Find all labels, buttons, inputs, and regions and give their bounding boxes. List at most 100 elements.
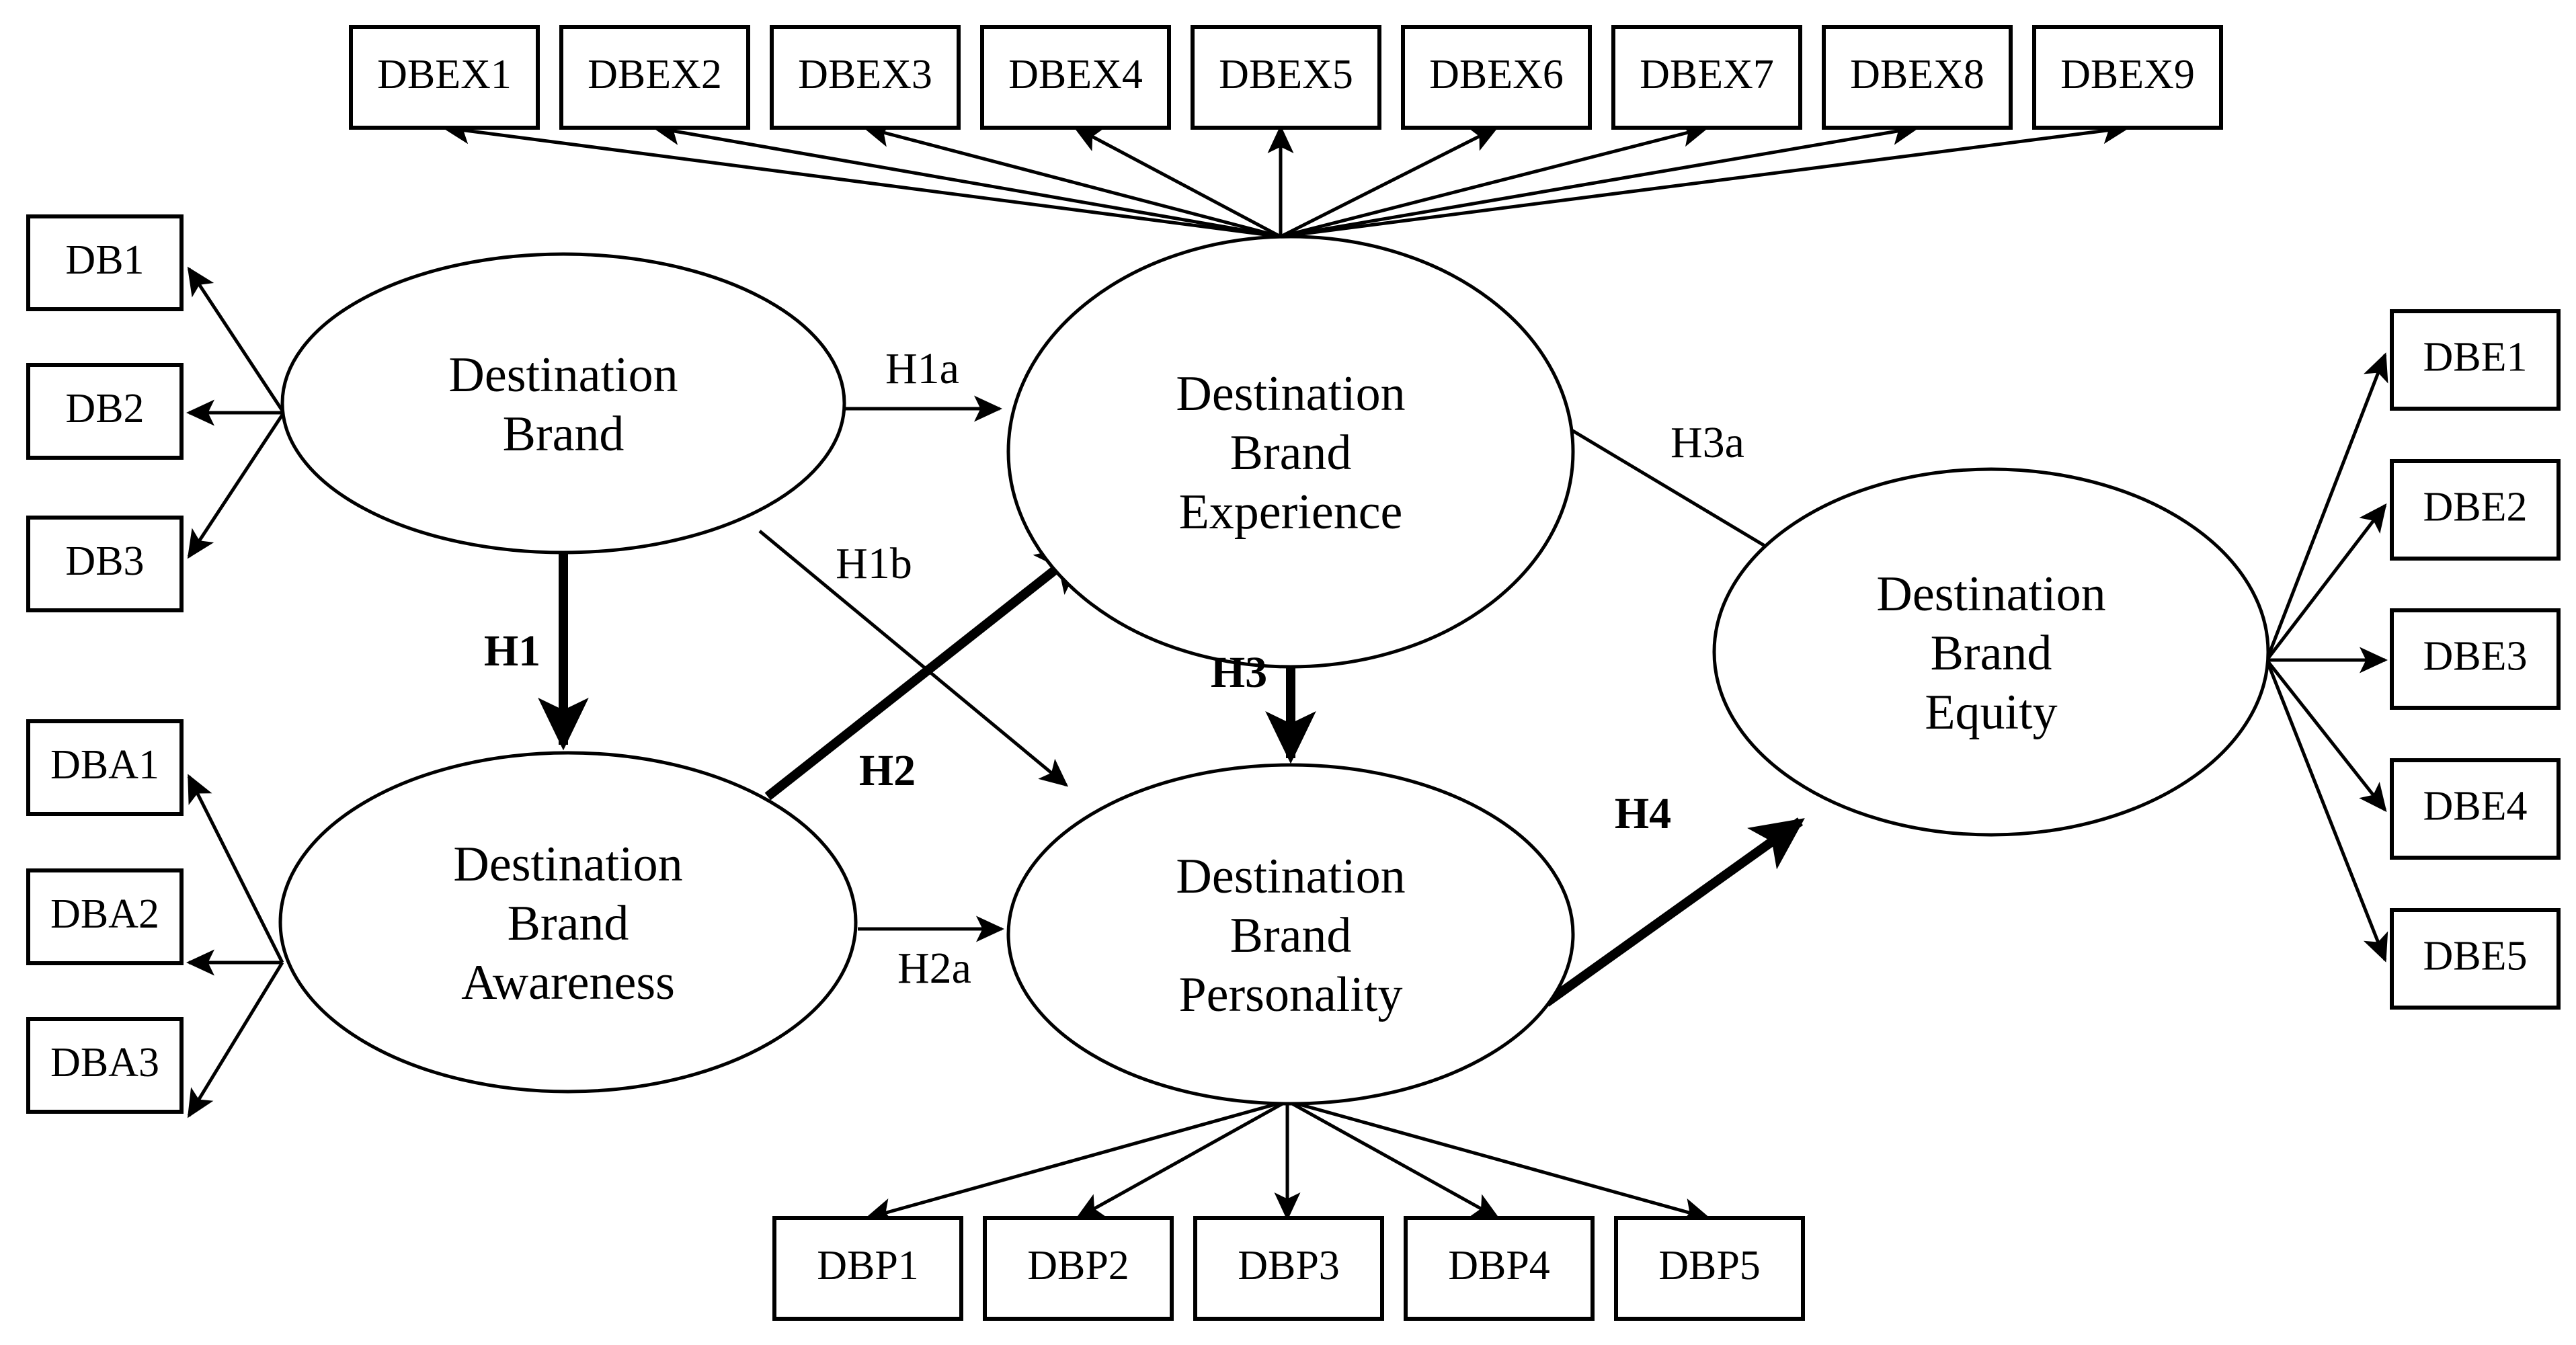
indicator-dbe5[interactable]: DBE5 bbox=[2390, 908, 2561, 1010]
indicator-box[interactable] bbox=[2390, 608, 2561, 710]
indicator-label: DB2 bbox=[65, 386, 144, 432]
arrow-to-dbe4 bbox=[2265, 659, 2387, 813]
indicator-dbex1[interactable]: DBEX1 bbox=[349, 25, 540, 130]
construct-label-line: Brand bbox=[1931, 626, 2052, 681]
indicator-dbe1[interactable]: DBE1 bbox=[2390, 309, 2561, 411]
indicator-label: DBEX9 bbox=[2060, 52, 2195, 97]
indicator-dbex6[interactable]: DBEX6 bbox=[1401, 25, 1592, 130]
dbp-measurement-arrows bbox=[864, 1099, 1711, 1224]
indicator-box[interactable] bbox=[26, 868, 184, 965]
indicator-dbp1[interactable]: DBP1 bbox=[772, 1216, 963, 1321]
dbex-indicator-boxes: DBEX1 DBEX2 DBEX3 DBEX4 DBEX5 DBEX6 DBEX7 DBEX8… bbox=[349, 25, 2223, 130]
hypothesis-label-h2a: H2a bbox=[897, 944, 971, 993]
indicator-label: DBE5 bbox=[2423, 934, 2528, 979]
indicator-box[interactable] bbox=[2390, 309, 2561, 411]
hypothesis-label-h1a: H1a bbox=[885, 344, 959, 393]
indicator-dba2[interactable]: DBA2 bbox=[26, 868, 184, 965]
indicator-dbex4[interactable]: DBEX4 bbox=[980, 25, 1171, 130]
indicator-box[interactable] bbox=[772, 1216, 963, 1321]
indicator-label: DBEX6 bbox=[1429, 52, 1564, 97]
indicator-box[interactable] bbox=[983, 1216, 1174, 1321]
arrow-to-dbp2 bbox=[1075, 1099, 1289, 1220]
indicator-box[interactable] bbox=[1404, 1216, 1595, 1321]
indicator-label: DBEX1 bbox=[377, 52, 512, 97]
indicator-box[interactable] bbox=[26, 719, 184, 816]
arrow-to-dbex7 bbox=[1280, 121, 1709, 239]
indicator-box[interactable] bbox=[26, 516, 184, 612]
indicator-label: DBEX5 bbox=[1219, 52, 1353, 97]
arrow-to-db1 bbox=[187, 266, 286, 414]
arrow-to-dbex4 bbox=[1073, 126, 1282, 239]
indicator-label: DBEX8 bbox=[1850, 52, 1984, 97]
indicator-dbex3[interactable]: DBEX3 bbox=[770, 25, 961, 130]
indicator-label: DB1 bbox=[65, 237, 144, 283]
indicator-box[interactable] bbox=[1822, 25, 2013, 130]
hypothesis-label-h3: H3 bbox=[1211, 648, 1267, 697]
indicator-db1[interactable]: DB1 bbox=[26, 214, 184, 311]
hypothesis-label-h1: H1 bbox=[484, 626, 540, 676]
arrow-to-dbe5 bbox=[2265, 659, 2388, 963]
indicator-box[interactable] bbox=[2390, 758, 2561, 860]
construct-ellipse[interactable] bbox=[1006, 763, 1575, 1106]
construct-label-line: Brand bbox=[508, 896, 629, 951]
construct-label-line: Awareness bbox=[461, 955, 675, 1010]
indicator-dbp3[interactable]: DBP3 bbox=[1193, 1216, 1384, 1321]
indicator-dba1[interactable]: DBA1 bbox=[26, 719, 184, 816]
indicator-box[interactable] bbox=[2032, 25, 2223, 130]
indicator-box[interactable] bbox=[980, 25, 1171, 130]
arrow-to-dbe1 bbox=[2265, 352, 2388, 661]
construct-ellipse[interactable] bbox=[280, 252, 846, 555]
hypothesis-labels: H1a H1 H1b H2 H2a H3 H3a H4 bbox=[484, 344, 1744, 993]
indicator-dbex2[interactable]: DBEX2 bbox=[559, 25, 750, 130]
indicator-box[interactable] bbox=[26, 1017, 184, 1114]
construct-label-line: Brand bbox=[1230, 425, 1352, 481]
indicator-box[interactable] bbox=[770, 25, 961, 130]
construct-ellipse[interactable] bbox=[278, 751, 858, 1094]
indicator-db3[interactable]: DB3 bbox=[26, 516, 184, 612]
indicator-dbe2[interactable]: DBE2 bbox=[2390, 459, 2561, 561]
hypothesis-label-h1b: H1b bbox=[836, 539, 912, 588]
indicator-label: DBE2 bbox=[2423, 485, 2528, 530]
indicator-dba3[interactable]: DBA3 bbox=[26, 1017, 184, 1114]
indicator-dbp5[interactable]: DBP5 bbox=[1614, 1216, 1805, 1321]
indicator-box[interactable] bbox=[1401, 25, 1592, 130]
indicator-db2[interactable]: DB2 bbox=[26, 363, 184, 460]
indicator-box[interactable] bbox=[559, 25, 750, 130]
arrow-to-dbex3 bbox=[862, 121, 1281, 239]
indicator-box[interactable] bbox=[26, 363, 184, 460]
indicator-box[interactable] bbox=[1193, 1216, 1384, 1321]
indicator-label: DBEX7 bbox=[1640, 52, 1774, 97]
arrow-to-dbp4 bbox=[1286, 1099, 1500, 1220]
indicator-box[interactable] bbox=[26, 214, 184, 311]
construct-ellipse[interactable] bbox=[1006, 235, 1575, 669]
indicator-box[interactable] bbox=[1611, 25, 1802, 130]
indicator-label: DBEX3 bbox=[798, 52, 932, 97]
indicator-box[interactable] bbox=[349, 25, 540, 130]
indicator-label: DBA2 bbox=[50, 891, 159, 937]
indicator-dbp2[interactable]: DBP2 bbox=[983, 1216, 1174, 1321]
indicator-dbp4[interactable]: DBP4 bbox=[1404, 1216, 1595, 1321]
arrow-to-dbex1 bbox=[442, 118, 1281, 239]
indicator-box[interactable] bbox=[2390, 908, 2561, 1010]
indicator-box[interactable] bbox=[1191, 25, 1381, 130]
indicator-dbex5[interactable]: DBEX5 bbox=[1191, 25, 1381, 130]
path-h4 bbox=[1543, 817, 1805, 1007]
construct-ellipse[interactable] bbox=[1712, 467, 2270, 837]
indicator-dbex9[interactable]: DBEX9 bbox=[2032, 25, 2223, 130]
indicator-dbe4[interactable]: DBE4 bbox=[2390, 758, 2561, 860]
indicator-dbex8[interactable]: DBEX8 bbox=[1822, 25, 2013, 130]
indicator-dbe3[interactable]: DBE3 bbox=[2390, 608, 2561, 710]
indicator-box[interactable] bbox=[2390, 459, 2561, 561]
indicator-dbex7[interactable]: DBEX7 bbox=[1611, 25, 1802, 130]
construct-label-line: Equity bbox=[1925, 685, 2057, 740]
indicator-label: DBA1 bbox=[50, 742, 159, 788]
indicator-box[interactable] bbox=[1614, 1216, 1805, 1321]
